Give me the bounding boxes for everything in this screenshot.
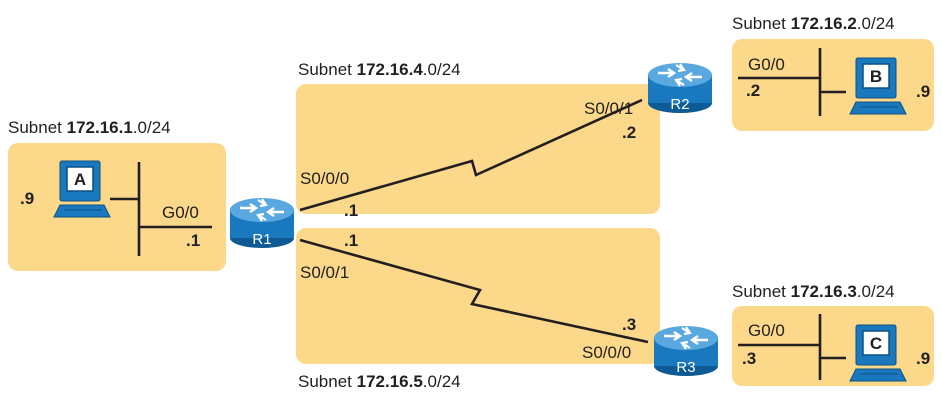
serial-link-r1-r3: [299, 238, 649, 344]
r2-g00-interface: G0/0: [748, 55, 785, 74]
subnet-label-2: Subnet 172.16.2.0/24: [732, 14, 895, 33]
pc-c-label: C: [870, 334, 882, 353]
pc-c[interactable]: C: [849, 324, 907, 382]
pc-b-address: .9: [916, 82, 930, 101]
r1-s001-address: .1: [344, 231, 358, 250]
r2-s001-address: .2: [622, 123, 636, 142]
subnet-area-172-16-4: [296, 84, 660, 214]
pc-a-label: A: [74, 170, 86, 189]
r3-g00-address: .3: [742, 349, 756, 368]
router-r3-label: R3: [676, 359, 695, 376]
subnet-label-3: Subnet 172.16.3.0/24: [732, 282, 895, 301]
r1-s000-interface: S0/0/0: [300, 169, 349, 188]
r3-g00-interface: G0/0: [748, 321, 785, 340]
router-r1[interactable]: R1: [228, 196, 296, 250]
router-r1-label: R1: [252, 231, 271, 248]
pc-a[interactable]: A: [53, 160, 111, 218]
pc-c-address: .9: [916, 349, 930, 368]
serial-link-r1-r2: [299, 98, 643, 212]
r2-g00-address: .2: [746, 81, 760, 100]
r3-s000-address: .3: [622, 315, 636, 334]
router-r3[interactable]: R3: [652, 324, 720, 378]
pc-a-address: .9: [20, 189, 34, 208]
r3-s000-interface: S0/0/0: [582, 343, 631, 362]
subnet-label-1: Subnet 172.16.1.0/24: [8, 118, 171, 137]
subnet-area-172-16-2: [732, 39, 934, 131]
router-r2[interactable]: R2: [646, 61, 714, 115]
subnet-label-4: Subnet 172.16.4.0/24: [298, 60, 461, 79]
r1-g00-address: .1: [186, 231, 200, 250]
pc-b[interactable]: B: [849, 57, 907, 115]
r1-s001-interface: S0/0/1: [300, 263, 349, 282]
subnet-label-5: Subnet 172.16.5.0/24: [298, 372, 461, 391]
pc-b-label: B: [870, 67, 882, 86]
r1-s000-address: .1: [344, 201, 358, 220]
r2-s001-interface: S0/0/1: [584, 99, 633, 118]
r1-g00-interface: G0/0: [162, 203, 199, 222]
router-r2-label: R2: [670, 96, 689, 113]
